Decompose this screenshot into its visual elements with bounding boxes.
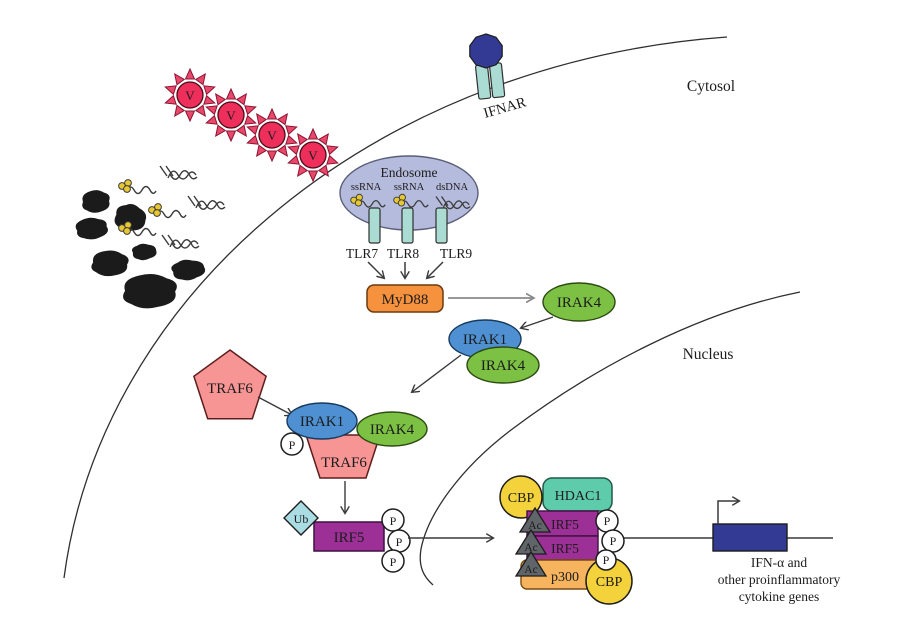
tlr9-label: TLR9 <box>440 246 472 261</box>
debris-blob <box>73 216 111 241</box>
arrow-irak4-irak1 <box>521 316 554 328</box>
phospho-badge <box>595 549 617 571</box>
gene-box <box>712 523 788 552</box>
gene-caption-line2: other proinflammatory <box>718 572 841 587</box>
nuclear-irf5-complex: HDAC1 CBP IRF5 IRF5 p300 CBP Ac Ac Ac P … <box>499 475 633 605</box>
endosome: Endosome ssRNA ssRNA dsDNA TLR7 TLR8 TLR… <box>339 155 479 261</box>
irak4-node <box>466 346 540 384</box>
ubiquitin-badge <box>283 500 319 536</box>
irf5-label: IRF5 <box>334 530 365 546</box>
irf5-modified: IRF5 Ub P P P <box>283 500 411 573</box>
acetyl-label: Ac <box>528 520 541 532</box>
acetyl-badge <box>514 550 548 577</box>
myd88-node <box>366 284 444 313</box>
irak1-label: IRAK1 <box>300 414 344 430</box>
cbp-node <box>499 475 543 519</box>
transcription-start-arrow <box>717 501 739 524</box>
phospho-label: P <box>604 514 611 528</box>
virus-v-label: V <box>308 148 318 163</box>
tlr7-receptor-icon <box>368 207 381 244</box>
debris-blob <box>132 243 157 261</box>
debris-blob <box>170 258 207 282</box>
phospho-label: P <box>390 514 397 528</box>
ifnar-chain-left <box>474 63 492 100</box>
phospho-badge <box>280 432 304 456</box>
tlr8-label: TLR8 <box>387 246 419 261</box>
myd88-label: MyD88 <box>382 292 429 308</box>
cargo-label-ssrna1: ssRNA <box>351 182 382 193</box>
virus-particle <box>176 81 204 109</box>
arrow-traf6-complex <box>257 396 292 415</box>
irf5-label: IRF5 <box>551 517 579 532</box>
gene-caption-line3: cytokine genes <box>739 589 820 604</box>
irak1-irak4-complex: IRAK1 IRAK4 <box>448 319 540 384</box>
debris-blob <box>82 190 110 213</box>
irak1-label: IRAK1 <box>463 332 507 348</box>
ifn-ligand-icon <box>469 33 503 69</box>
acetyl-badge <box>518 506 552 533</box>
acetyl-label: Ac <box>524 564 537 576</box>
irak4-label: IRAK4 <box>557 295 602 311</box>
acetyl-label: Ac <box>524 542 537 554</box>
virus-v-label: V <box>226 108 236 123</box>
p300-label: p300 <box>551 570 579 585</box>
virus-v-label: V <box>267 128 277 143</box>
nuclear-membrane <box>419 291 801 586</box>
traf6-label: TRAF6 <box>207 381 253 397</box>
cell-debris-cluster <box>73 165 226 310</box>
ifnar-chain-right <box>488 62 506 99</box>
traf6-irak-complex: TRAF6 IRAK1 IRAK4 P <box>280 402 428 479</box>
virus-particle <box>258 121 286 149</box>
phospho-badge <box>381 549 405 573</box>
cbp-label: CBP <box>596 575 623 590</box>
nucleus-label: Nucleus <box>683 346 734 363</box>
phospho-label: P <box>390 555 397 569</box>
ubiquitin-label: Ub <box>294 512 309 526</box>
irak4-label: IRAK4 <box>370 422 415 438</box>
irf5-node <box>313 521 385 552</box>
virus-particle <box>299 141 327 169</box>
irak4-node <box>542 282 616 322</box>
arrow-tlr7-myd88 <box>367 261 384 278</box>
traf6-node <box>304 434 382 479</box>
cbp-label: CBP <box>508 491 535 506</box>
free-ssrna-icon <box>117 178 157 195</box>
virus-v-label: V <box>185 88 195 103</box>
arrow-irak-complex-traf6 <box>412 354 462 392</box>
cargo-label-dsdna: dsDNA <box>436 182 469 193</box>
debris-blob <box>121 272 179 310</box>
irak4-node <box>356 411 428 447</box>
hdac1-label: HDAC1 <box>555 489 602 504</box>
irak4-label: IRAK4 <box>481 358 526 374</box>
free-dsdna-icon <box>187 195 226 210</box>
cargo-label-ssrna2: ssRNA <box>394 182 425 193</box>
arrow-tlr9-myd88 <box>427 261 444 278</box>
tlr7-label: TLR7 <box>346 246 378 261</box>
phospho-label: P <box>603 553 610 567</box>
tlr8-receptor-icon <box>401 207 414 244</box>
phospho-label: P <box>610 534 617 548</box>
gene-caption: IFN-α and other proinflammatory cytokine… <box>718 555 841 604</box>
virus-particle <box>217 101 245 129</box>
free-dsdna-icon <box>159 165 198 180</box>
virus-chain: V V V V <box>163 68 340 182</box>
phospho-label: P <box>289 438 296 452</box>
phospho-label: P <box>396 535 403 549</box>
irak1-node <box>286 402 358 440</box>
irf5-label: IRF5 <box>551 541 579 556</box>
traf6-node <box>193 349 267 420</box>
cell-membrane <box>63 36 728 579</box>
debris-blob <box>89 248 131 278</box>
endosome-title: Endosome <box>381 165 438 180</box>
traf6-label: TRAF6 <box>321 455 367 471</box>
tlr9-receptor-icon <box>435 207 448 244</box>
gene-caption-line1: IFN-α and <box>751 555 807 570</box>
free-dsdna-icon <box>161 234 200 249</box>
cytosol-label: Cytosol <box>687 78 735 95</box>
free-ssrna-icon <box>147 202 187 219</box>
